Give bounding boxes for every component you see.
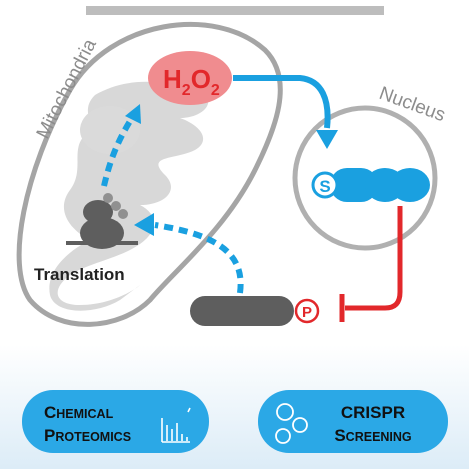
dashed-arrow-up [101,116,135,187]
pill-left-line1: CHEMICAL [44,403,114,422]
nucleus-label: Nucleus [376,83,448,126]
protein-icon [311,168,430,202]
s-badge: S [319,177,330,196]
pill-left-line2: PROTEOMICS [44,426,131,445]
translation-label: Translation [34,265,125,284]
p-badge-circle [294,298,320,324]
p-badge: P [302,304,312,321]
top-bar [86,6,384,15]
mitochondria-outline [16,21,283,327]
crispr-screening-pill: CRISPR SCREENING [258,390,448,453]
pill-right-line1: CRISPR [341,403,405,422]
solid-arrow-head [316,130,338,149]
mitochondria-cristae-blob [80,106,140,154]
dashed-arrow-left-head [134,213,154,236]
nucleus-outline [292,105,438,251]
bar-chart-icon [161,407,191,443]
dashed-arrow-left [154,222,244,294]
h2o2-label: H2O2 [163,64,220,99]
solid-arrow-h2o2-to-nucleus [233,75,331,129]
pill-right-line2: SCREENING [334,426,411,445]
chemical-proteomics-pill: CHEMICAL PROTEOMICS [22,390,209,453]
ribosome-icon [66,193,138,249]
target-protein [190,296,294,326]
inhibition-line [345,206,403,311]
dashed-arrow-up-head [125,104,141,124]
bubbles-icon [275,403,308,444]
h2o2-blob [148,51,232,105]
